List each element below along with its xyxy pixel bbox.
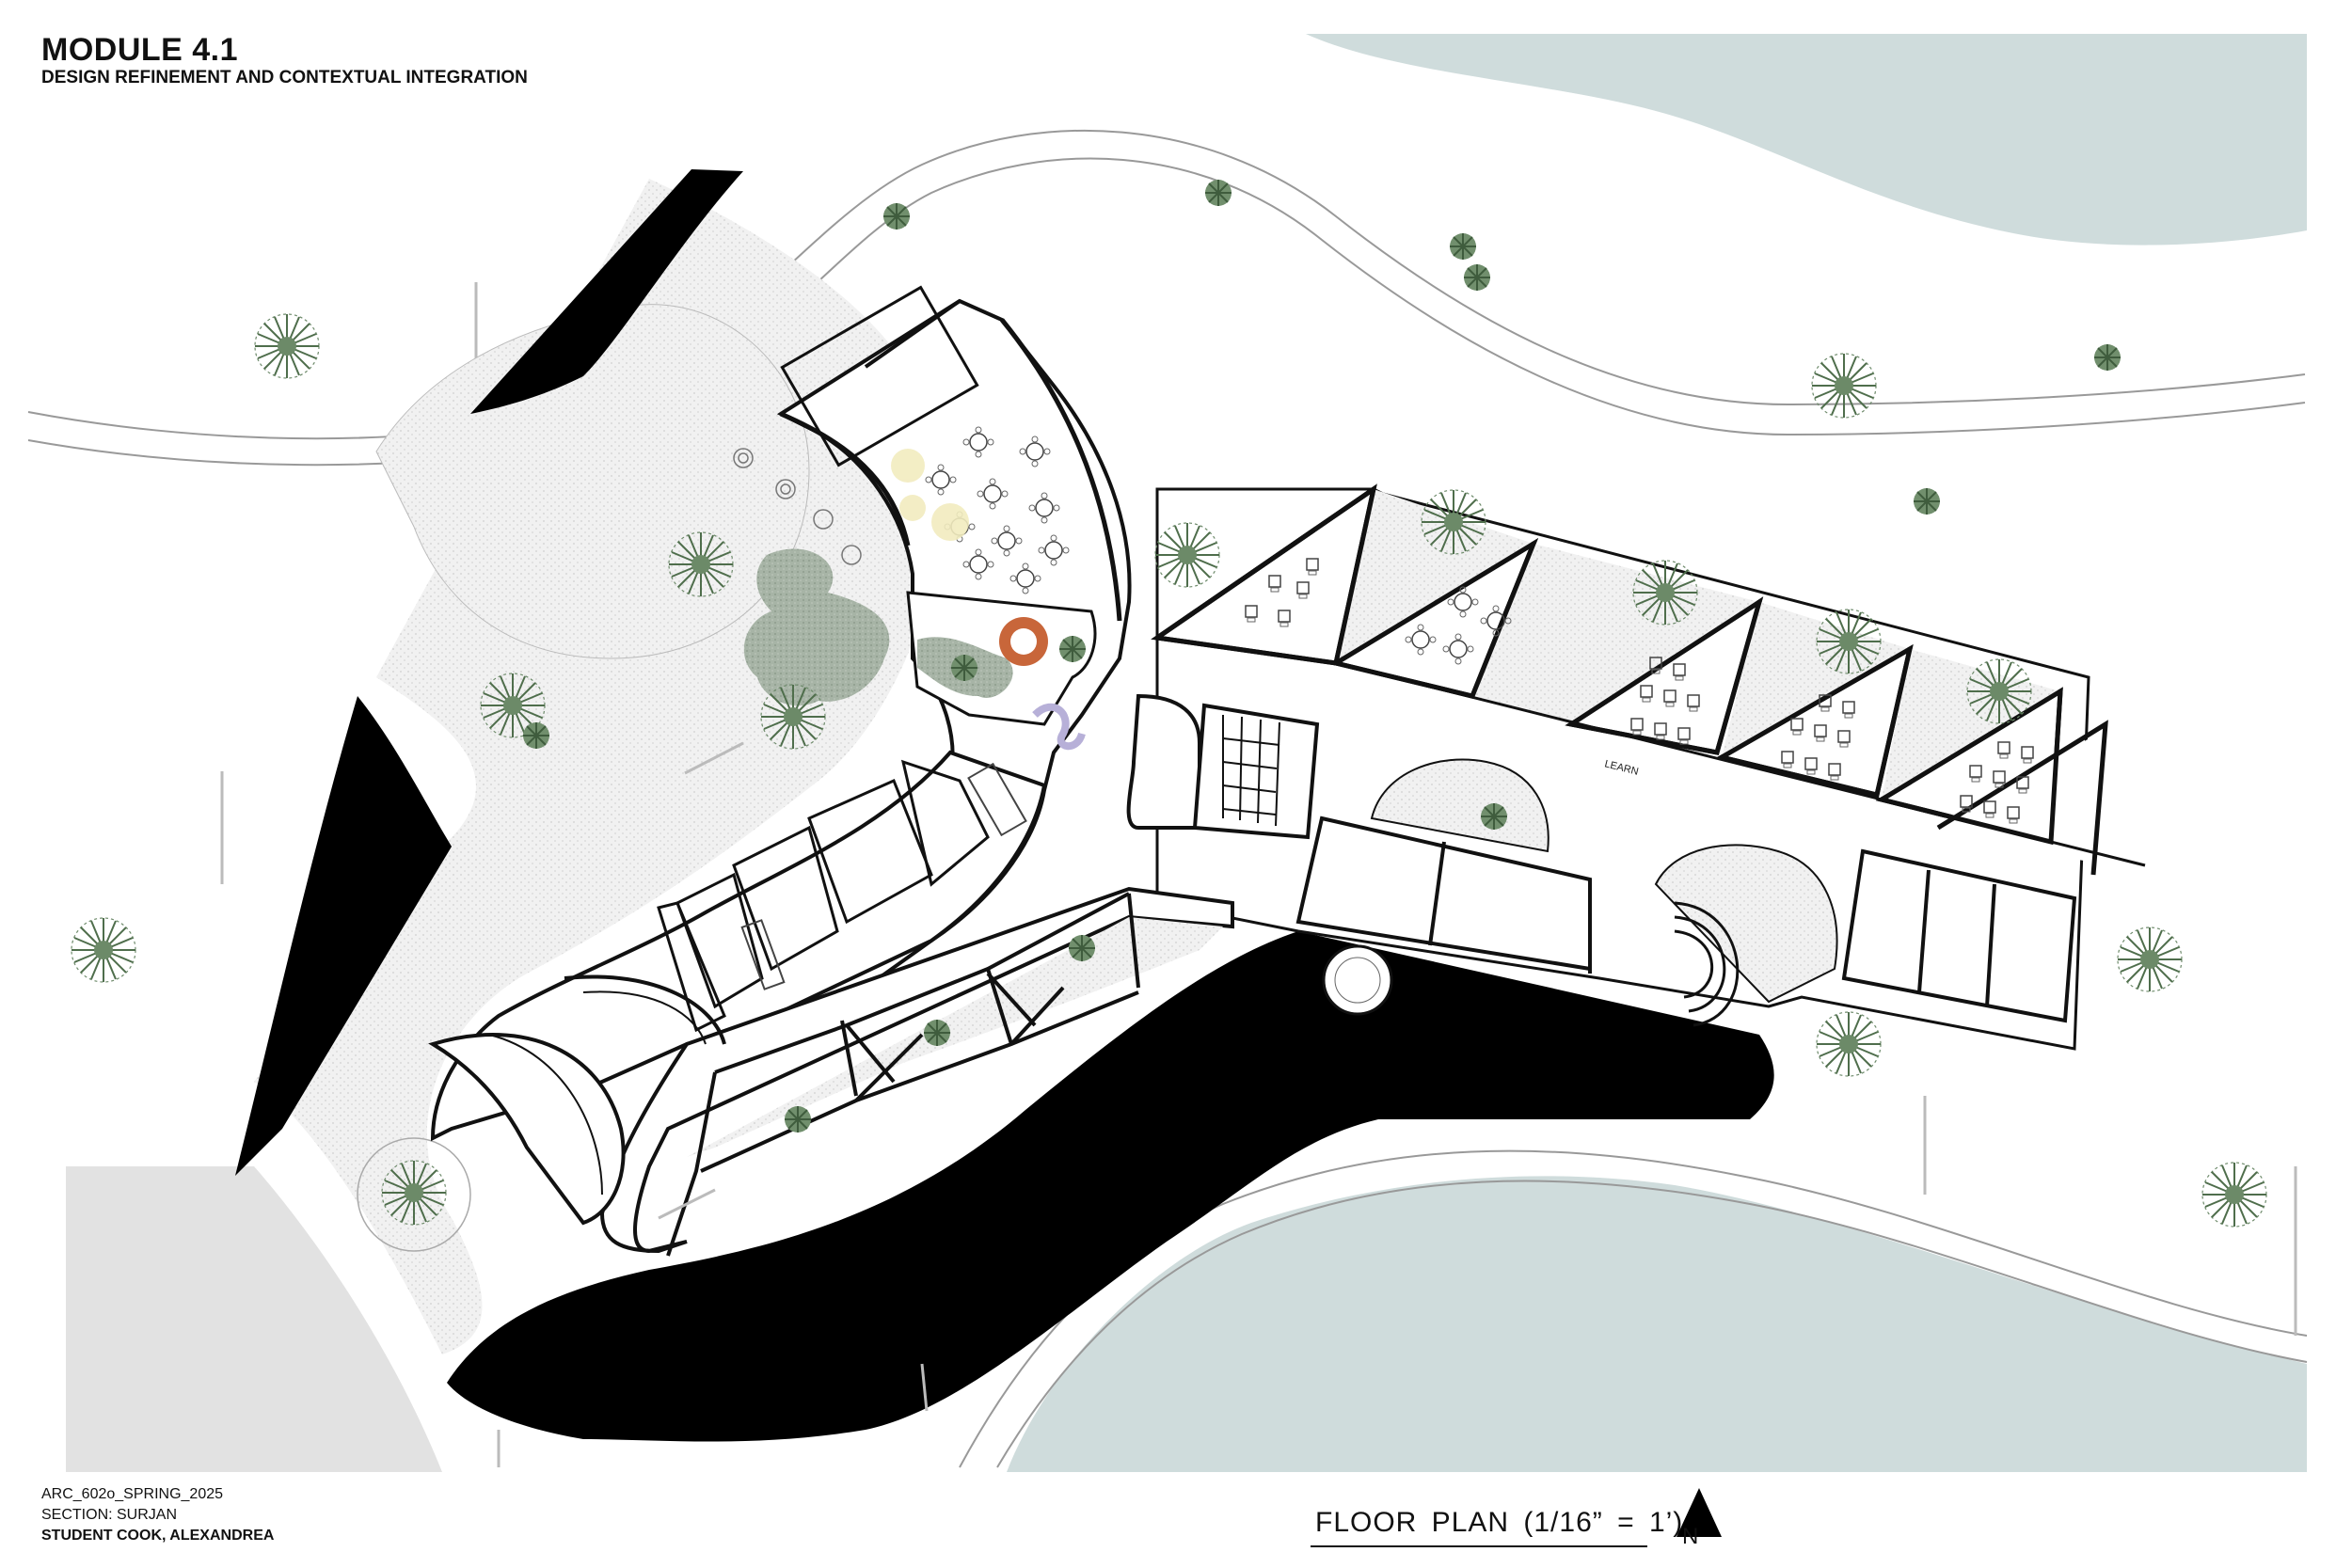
garden-semicircle-1 (1370, 758, 1549, 853)
water-south (1007, 1176, 2307, 1472)
round-kiosk (1322, 944, 1393, 1016)
student-name: STUDENT COOK, ALEXANDREA (41, 1528, 275, 1544)
garden-semicircle-2 (1654, 844, 1838, 1004)
amphitheater (1674, 901, 1740, 1027)
east-wing-rooms (1295, 816, 2077, 1023)
plaza-tree-circle (357, 1137, 471, 1252)
lower-classrooms (687, 917, 1223, 1157)
massing-north-wedge (470, 169, 743, 414)
module-title: MODULE 4.1 (41, 32, 239, 68)
entry-block (428, 1033, 626, 1226)
wing-offices (430, 750, 1047, 1142)
title-underline (1311, 1545, 1647, 1547)
floor-plan-title: FLOOR PLAN (1/16” = 1’) (1315, 1507, 1684, 1538)
reception-desk (967, 762, 1027, 837)
module-subtitle: DESIGN REFINEMENT AND CONTEXTUAL INTEGRA… (41, 68, 528, 87)
conference-table (740, 919, 786, 990)
kitchen-room (780, 285, 979, 467)
section-label: SECTION: SURJAN (41, 1507, 178, 1523)
course-code: ARC_602o_SPRING_2025 (41, 1486, 224, 1502)
garden-courtyard (743, 548, 890, 706)
wing-south-bar (599, 886, 1234, 1254)
office-rooms (657, 759, 990, 1033)
lavender-path (1032, 703, 1086, 751)
north-arrow-icon (1677, 1488, 1722, 1537)
north-label: N (1682, 1524, 1699, 1549)
parking-area (66, 1166, 442, 1472)
plaza-seating (733, 448, 862, 565)
water-north (1306, 34, 2307, 245)
massing-south-band (447, 931, 1774, 1442)
massing-west-wedge (235, 696, 452, 1176)
